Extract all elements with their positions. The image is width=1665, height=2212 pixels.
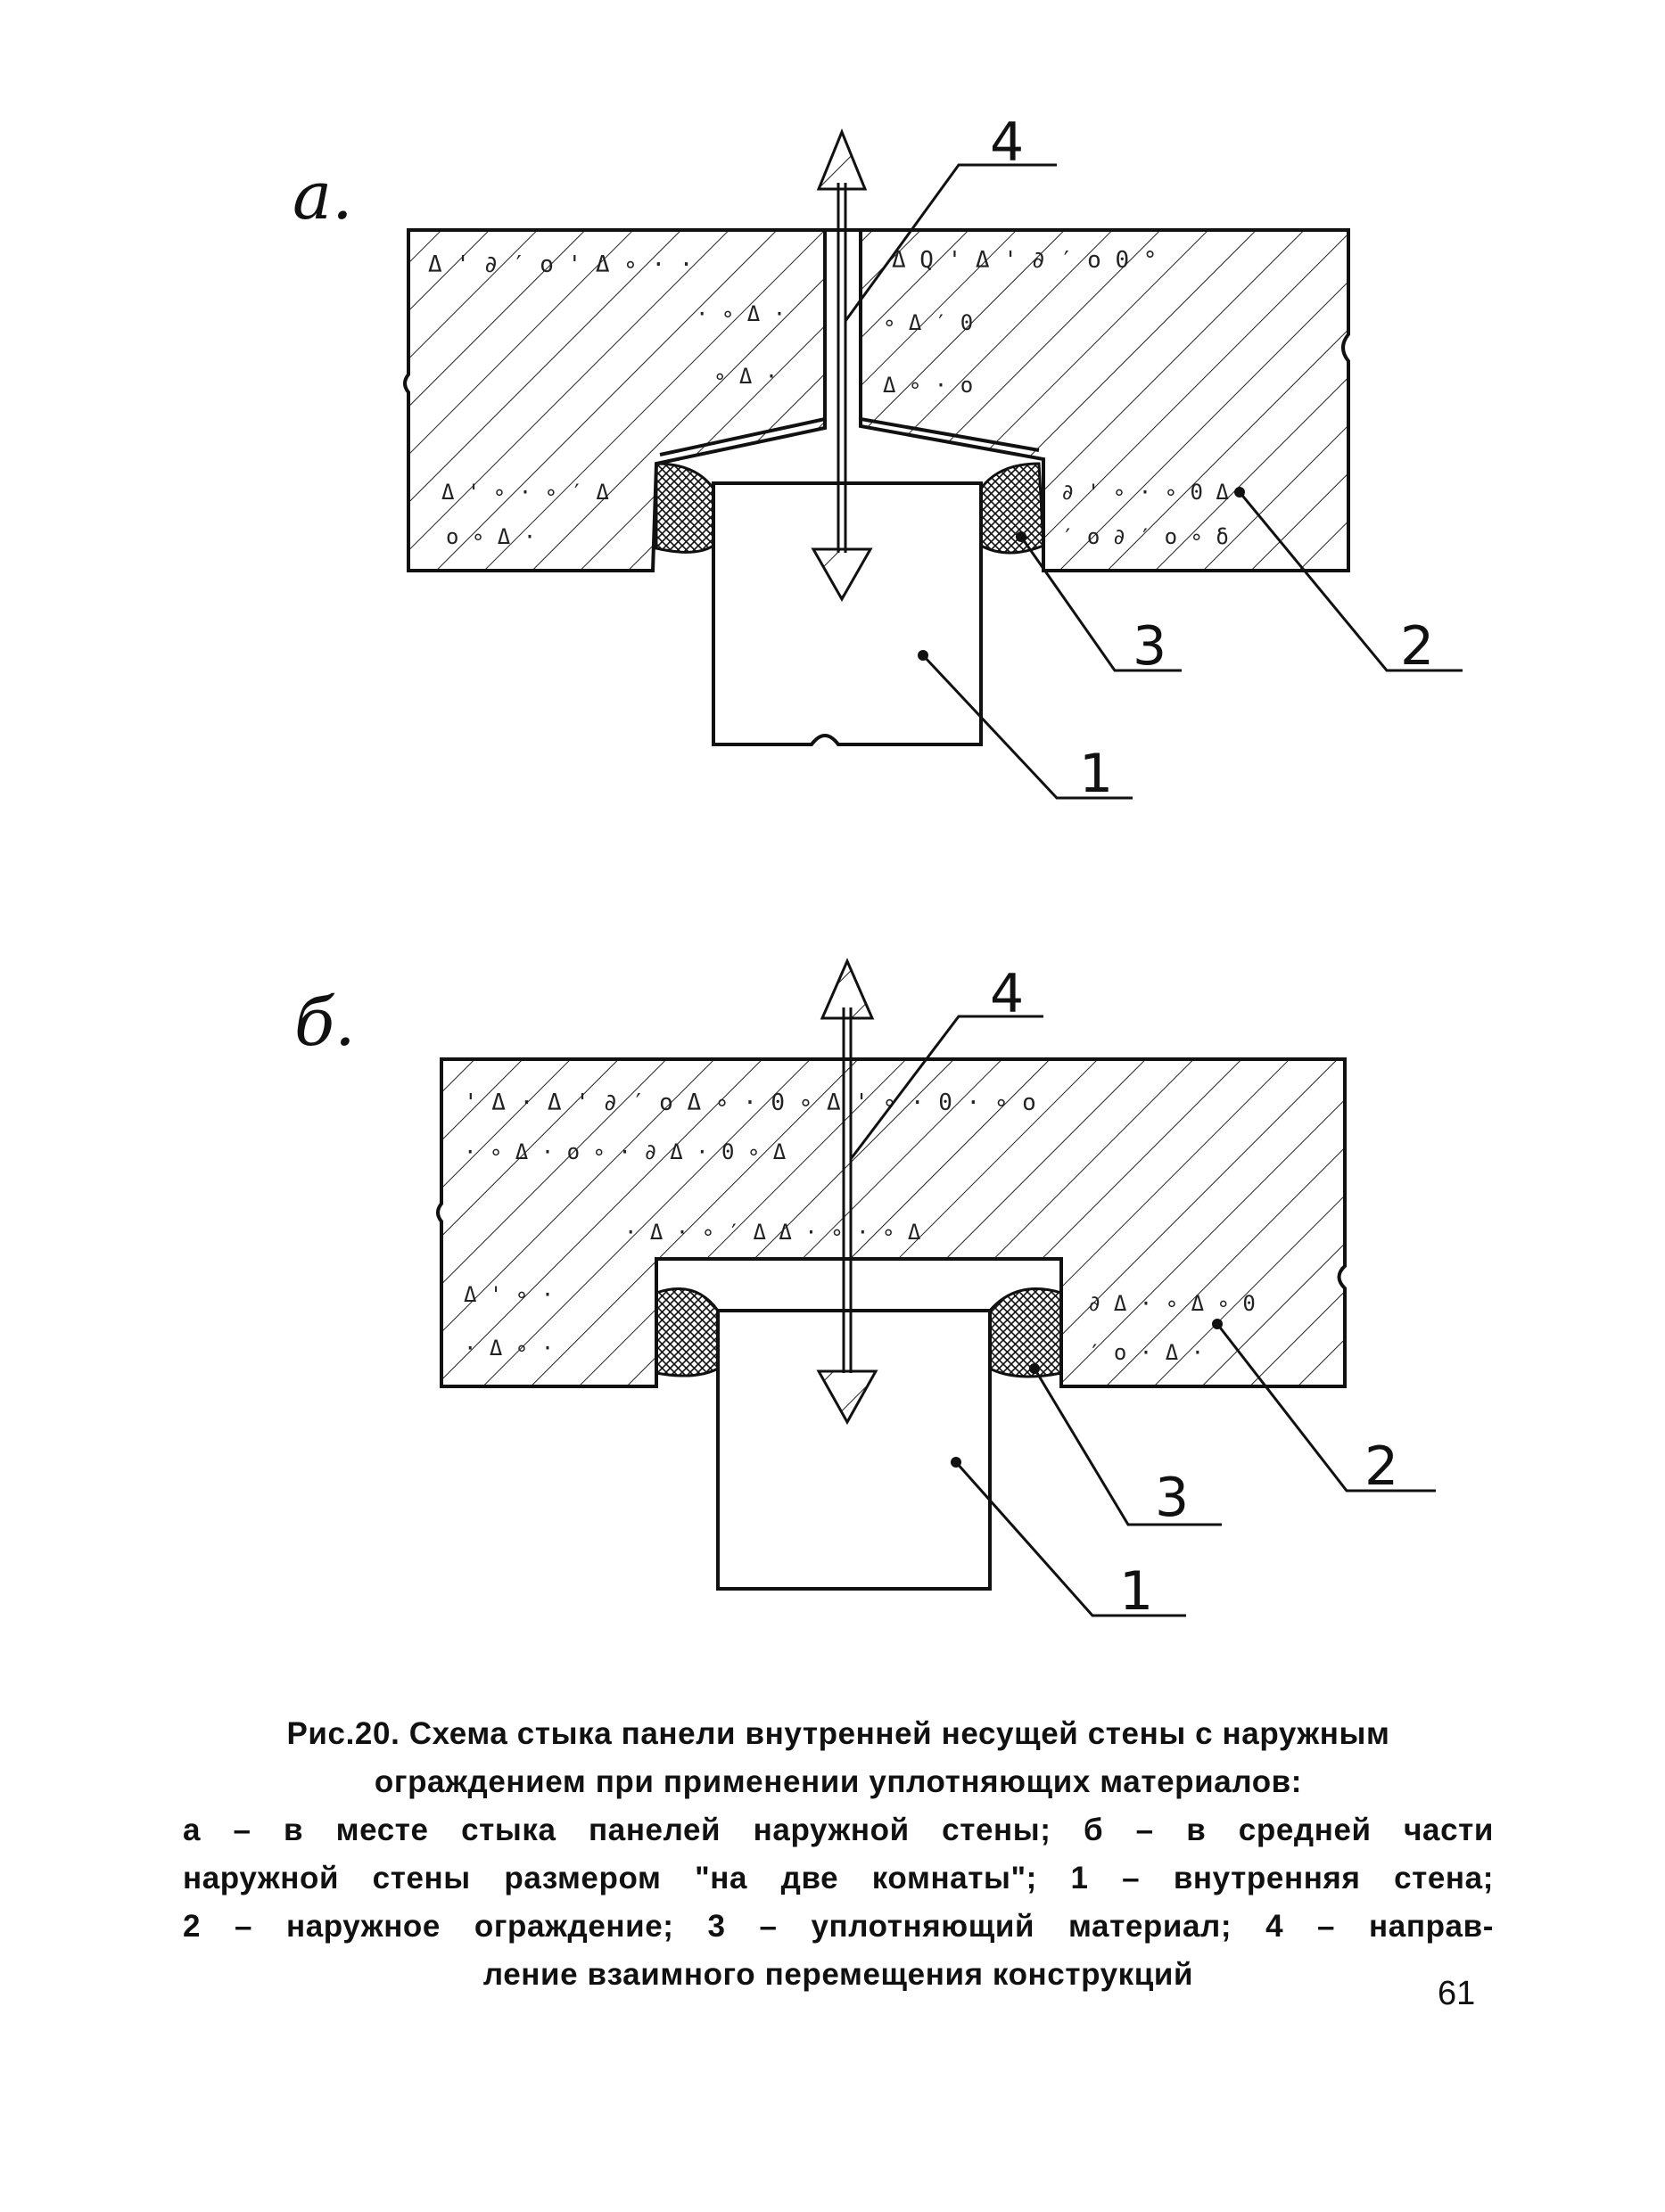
joint-channel bbox=[659, 230, 1040, 456]
leader-4-b bbox=[849, 1015, 1043, 1160]
label-3-b: 3 bbox=[1155, 1467, 1189, 1529]
svg-text:∘ Δ ′ 0: ∘ Δ ′ 0 bbox=[883, 310, 973, 335]
movement-arrow-b bbox=[816, 958, 878, 1426]
label-2-a: 2 bbox=[1400, 615, 1434, 678]
svg-text:∂ Δ · ∘ Δ ∘ 0: ∂ Δ · ∘ Δ ∘ 0 bbox=[1088, 1291, 1256, 1316]
label-3-a: 3 bbox=[1133, 615, 1166, 678]
sealant-right bbox=[988, 1287, 1063, 1378]
outer-wall-panel bbox=[436, 1057, 1347, 1388]
sealant-left bbox=[655, 1287, 720, 1377]
leader-3-a bbox=[1019, 536, 1182, 672]
diagram-b: б. ' Δ · Δ ' ∂ ′ o Δ ∘ · 0 ∘ Δ ' ∘ · 0 ·… bbox=[294, 958, 1436, 1623]
joint-diagrams: a. Δ ' ∂ ′ o ' Δ ∘ · · Δ Q ' Δ ' ∂ ′ o 0… bbox=[293, 111, 1463, 1623]
figure-caption: Рис.20. Схема стыка панели внутренней не… bbox=[183, 1710, 1494, 1999]
leader-1-b bbox=[954, 1461, 1186, 1617]
svg-text:' Δ · Δ ' ∂ ′ o Δ ∘ · 0: ' Δ · Δ ' ∂ ′ o Δ ∘ · 0 ∘ Δ ' ∘ · 0 · ∘ … bbox=[464, 1090, 1036, 1116]
caption-line-4: наружной стены размером "на две комнаты"… bbox=[183, 1861, 1494, 1895]
label-2-b: 2 bbox=[1364, 1435, 1398, 1498]
sealant-right bbox=[979, 462, 1045, 555]
svg-text:· ∘ Δ ·: · ∘ Δ · bbox=[696, 301, 786, 326]
label-1-b: 1 bbox=[1119, 1560, 1153, 1623]
concrete-aggregate-a: Δ ' ∂ ′ o ' Δ ∘ · · Δ Q ' Δ ' ∂ ′ o 0 ° … bbox=[428, 247, 1229, 549]
label-1-a: 1 bbox=[1079, 743, 1113, 805]
caption-line-3: а – в месте стыка панелей наружной стены… bbox=[183, 1813, 1494, 1847]
concrete-aggregate-b: ' Δ · Δ ' ∂ ′ o Δ ∘ · 0 ∘ Δ ' ∘ · 0 · ∘ … bbox=[464, 1090, 1256, 1365]
svg-text:Δ ∘ · o: Δ ∘ · o bbox=[883, 373, 973, 398]
caption-line-1: Рис.20. Схема стыка панели внутренней не… bbox=[286, 1716, 1390, 1751]
label-4-b: 4 bbox=[990, 963, 1024, 1025]
page-number: 61 bbox=[1438, 1975, 1476, 2012]
outer-wall-panel-right bbox=[859, 228, 1350, 572]
leader-3-b bbox=[1033, 1368, 1222, 1526]
leader-2-b bbox=[1216, 1323, 1436, 1492]
label-4-a: 4 bbox=[990, 111, 1024, 174]
svg-text:Δ ' ∘ · ∘ ′ Δ: Δ ' ∘ · ∘ ′ Δ bbox=[441, 480, 609, 505]
caption-line-5: 2 – наружное ограждение; 3 – уплотняющий… bbox=[183, 1909, 1494, 1944]
svg-text:′ o · Δ ·: ′ o · Δ · bbox=[1088, 1340, 1204, 1365]
movement-arrow-a bbox=[811, 128, 873, 603]
svg-text:· Δ · ∘ ′ Δ Δ · ∘ · ∘: · Δ · ∘ ′ Δ Δ · ∘ · ∘ Δ bbox=[624, 1220, 921, 1245]
diagram-a: a. Δ ' ∂ ′ o ' Δ ∘ · · Δ Q ' Δ ' ∂ ′ o 0… bbox=[293, 111, 1463, 805]
svg-text:Δ ' ∘ ·: Δ ' ∘ · bbox=[464, 1282, 554, 1307]
diagram-b-letter: б. bbox=[294, 984, 356, 1061]
svg-text:· ∘ Δ · o ∘ · ∂ Δ: · ∘ Δ · o ∘ · ∂ Δ · 0 ∘ Δ bbox=[464, 1139, 787, 1164]
svg-text:′ o ∂ ′ o ∘ δ: ′ o ∂ ′ o ∘ δ bbox=[1061, 524, 1229, 549]
inner-wall-panel bbox=[712, 481, 983, 746]
caption-line-2: ограждением при применении уплотняющих м… bbox=[374, 1764, 1303, 1799]
svg-text:Δ ' ∂ ′ o ' Δ ∘ · ·: Δ ' ∂ ′ o ' Δ ∘ · · bbox=[428, 251, 693, 278]
svg-text:Δ Q ' Δ ' ∂ ′ o 0 °: Δ Q ' Δ ' ∂ ′ o 0 ° bbox=[892, 247, 1157, 274]
leader-2-a bbox=[1238, 491, 1463, 672]
leader-4-a bbox=[844, 163, 1057, 322]
svg-text:∘ Δ ·: ∘ Δ · bbox=[713, 364, 778, 389]
caption-line-6: ление взаимного перемещения конструкций bbox=[482, 1957, 1194, 1992]
svg-text:o ∘ Δ ·: o ∘ Δ · bbox=[446, 524, 536, 549]
svg-text:· Δ ∘ ·: · Δ ∘ · bbox=[464, 1336, 554, 1361]
inner-wall-panel bbox=[716, 1309, 992, 1591]
sealant-left bbox=[655, 462, 715, 554]
outer-wall-panel-left bbox=[403, 228, 827, 572]
leader-1-a bbox=[921, 654, 1133, 800]
svg-text:∂ ' ∘ · ∘ 0 Δ: ∂ ' ∘ · ∘ 0 Δ bbox=[1061, 480, 1229, 505]
diagram-a-letter: a. bbox=[293, 158, 353, 234]
